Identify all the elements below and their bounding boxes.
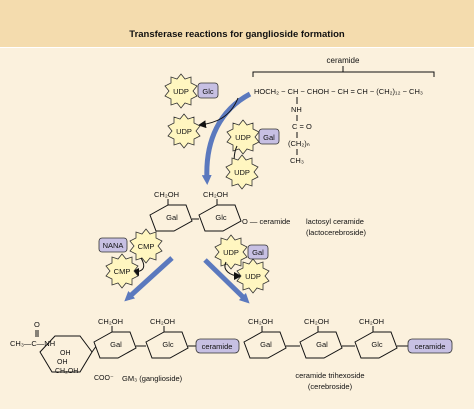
- nana-tag: [98, 237, 128, 253]
- sphingosine-chain: HOCH₂ − CH − CHOH − CH = CH − (CH₂)₁₂ − …: [254, 87, 423, 96]
- glc-transfer-arrow: [198, 97, 239, 129]
- tri-ch2oh-3: CH₂OH: [359, 317, 384, 326]
- gal2-tag: [247, 244, 269, 260]
- nana-oh-1: OH: [60, 350, 71, 357]
- figure-title: Transferase reactions for ganglioside fo…: [129, 29, 345, 40]
- tri-glc-label: Glc: [371, 340, 383, 349]
- glc-tag: [197, 82, 219, 99]
- nana-label: NANA: [103, 241, 124, 250]
- gm3-label: GM₃ (ganglioside): [122, 374, 183, 383]
- gal-label: Gal: [166, 213, 178, 222]
- udp-gal-released-label: UDP: [234, 168, 250, 177]
- ceramide-bracket-label: ceramide: [327, 56, 360, 65]
- ceramide-link: O — ceramide: [242, 217, 290, 226]
- nana-ch2oh: CH₂OH: [55, 368, 78, 375]
- chain-terminal-methyl: CH₃: [290, 156, 304, 165]
- gm3-glc-label: Glc: [162, 340, 174, 349]
- udp-star-icon: [164, 73, 198, 109]
- cmp-released-star-icon: [105, 253, 139, 289]
- lactosyl-ceramide: CH₂OH CH₂OH Gal Glc O — ceramide lactosy…: [149, 190, 367, 237]
- glc-label: Glc: [202, 87, 214, 96]
- cmp-in-label: CMP: [138, 242, 155, 251]
- gal2-tag-label: Gal: [252, 248, 264, 257]
- glc-label: Glc: [215, 213, 227, 222]
- amide-nh: NH: [291, 105, 302, 114]
- ceramide-trihexoside: CH₂OH CH₂OH CH₂OH Gal Gal Glc ceramide c…: [243, 317, 453, 391]
- tri-gal2-label: Gal: [316, 340, 328, 349]
- udp-label: UDP: [173, 87, 189, 96]
- ceramide-bracket: [252, 71, 435, 77]
- fatty-acid-chain: (CH₂)ₙ: [288, 139, 310, 148]
- pathway-arrows: [124, 91, 252, 304]
- tri-gal1-label: Gal: [260, 340, 272, 349]
- gal2-transfer-arrow: [224, 261, 242, 280]
- trihexoside-pathway-arrow: [203, 258, 250, 304]
- tri-ch2oh-1: CH₂OH: [248, 317, 273, 326]
- lactocerebroside-label: (lactocerebroside): [306, 228, 367, 237]
- udp-gal-released-star-icon: [225, 154, 259, 190]
- lactosyl-label: lactosyl ceramide: [306, 217, 364, 226]
- cmp-out-label: CMP: [114, 267, 131, 276]
- header-band: Transferase reactions for ganglioside fo…: [0, 0, 474, 47]
- udp-gal2-star-icon: [214, 234, 248, 270]
- udp-gal2-label: UDP: [223, 248, 239, 257]
- gal-tag-label: Gal: [263, 133, 275, 142]
- carbonyl-group: C = O: [292, 122, 312, 131]
- gal-tag: [258, 128, 280, 145]
- gm3-ceramide-label: ceramide: [202, 342, 233, 351]
- gm3-ceramide-tag: [195, 338, 240, 354]
- tri-ch2oh-2: CH₂OH: [304, 317, 329, 326]
- acetylamino-group: CH₃—C—NH: [10, 339, 55, 348]
- gm3-glc-ch2oh: CH₂OH: [150, 317, 175, 326]
- cerebroside-label: (cerebroside): [308, 382, 353, 391]
- gal-ch2oh: CH₂OH: [154, 190, 179, 199]
- udp-glc-donor: UDP Glc: [164, 73, 219, 109]
- udp-gal-star-icon: [226, 119, 260, 155]
- main-pathway-arrow: [201, 91, 252, 185]
- nana-oh-2: OH: [57, 359, 68, 366]
- udp-gal2-released-label: UDP: [245, 272, 261, 281]
- gm3-ganglioside: O CH₃—C—NH OH OH CH₂OH COO⁻ CH₂OH CH₂OH …: [10, 317, 240, 383]
- udp-gal-label: UDP: [235, 133, 251, 142]
- glc-ch2oh: CH₂OH: [203, 190, 228, 199]
- gm3-gal-label: Gal: [110, 340, 122, 349]
- udp-gal2-released-star-icon: [236, 258, 270, 294]
- trihexoside-label: ceramide trihexoside: [295, 371, 364, 380]
- cmp-star-icon: [129, 228, 163, 264]
- acetyl-oxygen: O: [34, 320, 40, 329]
- udp-released-star-icon: [167, 113, 201, 149]
- udp-released-label: UDP: [176, 127, 192, 136]
- tri-ceramide-label: ceramide: [415, 342, 446, 351]
- carboxylate: COO⁻: [94, 375, 114, 382]
- gm3-pathway-arrow: [124, 256, 174, 302]
- gm3-gal-ch2oh: CH₂OH: [98, 317, 123, 326]
- ceramide-structure: ceramide HOCH₂ − CH − CHOH − CH = CH − (…: [252, 56, 435, 165]
- tri-ceramide-tag: [407, 338, 453, 354]
